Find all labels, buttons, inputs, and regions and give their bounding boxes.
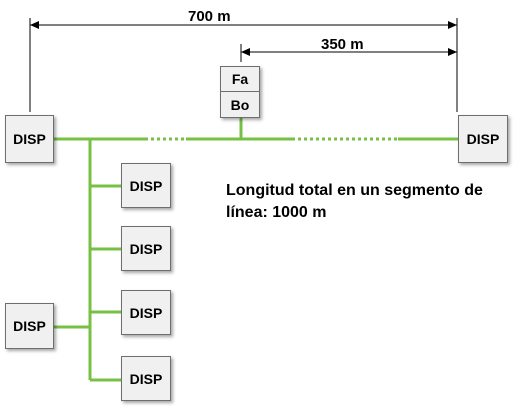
fabo-bottom-label: Bo	[230, 96, 250, 113]
dimension-label-700: 700 m	[188, 8, 231, 25]
device-box-lower-left: DISP	[5, 303, 54, 349]
note-total-length: Longitud total en un segmento de línea: …	[226, 182, 483, 221]
device-box-left: DISP	[5, 115, 54, 163]
arrow-head	[241, 48, 250, 56]
dimension-label-350: 350 m	[321, 36, 364, 53]
device-box-spur-1: DISP	[121, 163, 171, 208]
device-box-spur-3: DISP	[121, 290, 171, 335]
fabo-top-label: Fa	[221, 67, 259, 92]
arrow-head	[448, 21, 457, 29]
device-box-spur-2: DISP	[121, 226, 171, 271]
device-box-right: DISP	[458, 115, 508, 163]
fabo-box: Fa Bo	[220, 66, 260, 118]
device-box-spur-4: DISP	[121, 356, 171, 401]
arrow-head	[30, 21, 39, 29]
arrow-head	[448, 48, 457, 56]
